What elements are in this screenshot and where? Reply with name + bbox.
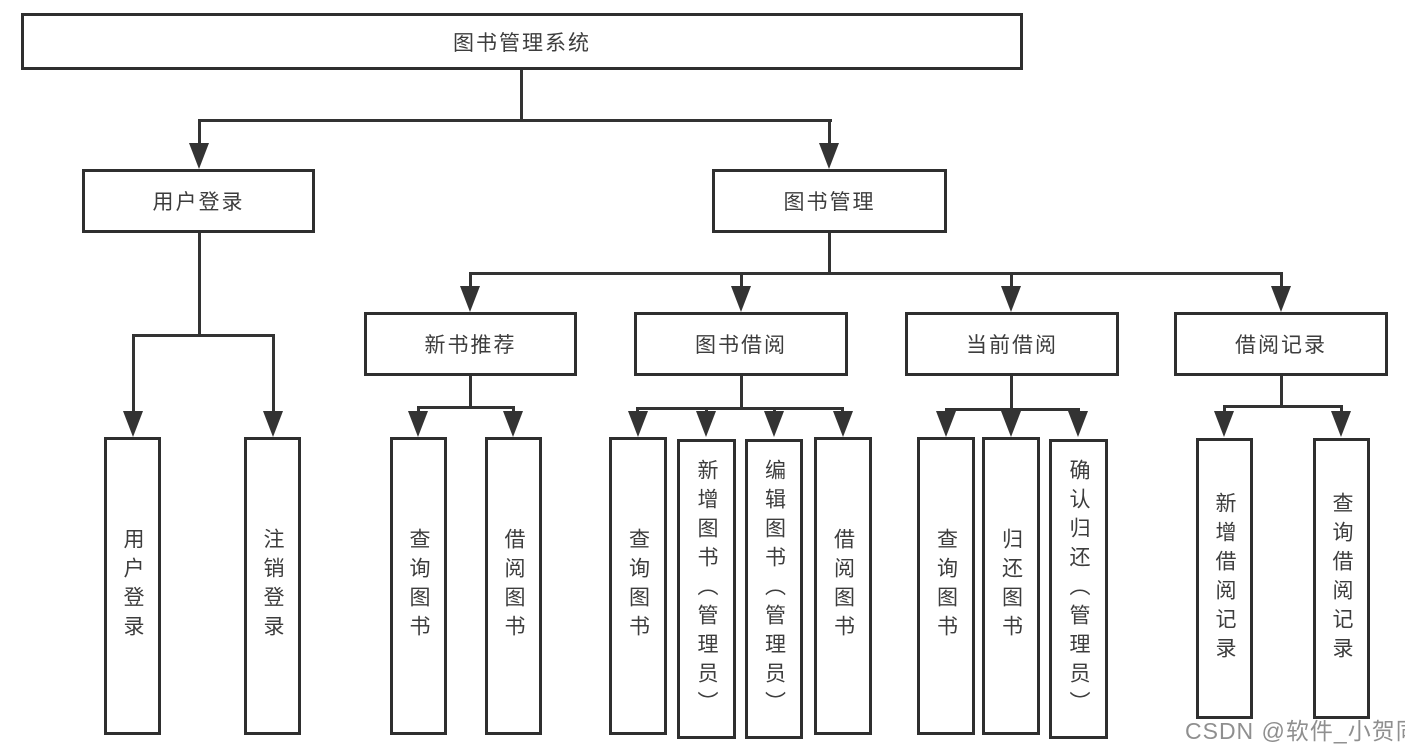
arrowhead-current-borrow: [1001, 286, 1021, 312]
leaf-cb-query-books: 查询图书: [917, 437, 975, 735]
connector-current-borrow-stem: [1010, 376, 1013, 408]
connector-borrow-record-stem: [1280, 376, 1283, 405]
connector-drop-cb-return: [1010, 408, 1013, 413]
connector-book-borrow-bus: [636, 407, 844, 410]
connector-user-login-stem: [198, 233, 201, 334]
arrowhead-cb-return: [1001, 411, 1021, 437]
node-new-book-rec: 新书推荐: [364, 312, 577, 376]
connector-book-borrow-stem: [740, 376, 743, 407]
node-root: 图书管理系统: [21, 13, 1023, 70]
node-current-borrow: 当前借阅: [905, 312, 1119, 376]
leaf-cb-confirm-return-admin: 确认归还（管理员）: [1049, 439, 1108, 739]
connector-drop-rec-borrow: [512, 406, 515, 413]
leaf-rec-query-books: 查询图书: [390, 437, 447, 735]
connector-new-book-rec-stem: [469, 376, 472, 406]
connector-borrow-record-bus: [1223, 405, 1343, 408]
leaf-user-login: 用户登录: [104, 437, 161, 735]
arrowhead-br-add: [1214, 411, 1234, 437]
connector-root-stem: [520, 70, 523, 119]
leaf-logout: 注销登录: [244, 437, 301, 735]
connector-drop-bb-add: [705, 407, 708, 413]
arrowhead-cb-confirm: [1068, 411, 1088, 437]
arrowhead-bb-borrow: [833, 411, 853, 437]
connector-drop-current-borrow: [1010, 272, 1013, 288]
arrowhead-user-login: [189, 143, 209, 169]
connector-drop-bb-borrow: [841, 407, 844, 413]
arrowhead-br-query: [1331, 411, 1351, 437]
leaf-br-add-record: 新增借阅记录: [1196, 438, 1253, 719]
node-borrow-record: 借阅记录: [1174, 312, 1388, 376]
leaf-cb-return-books: 归还图书: [982, 437, 1040, 735]
connector-drop-book-mgmt: [828, 119, 831, 145]
arrowhead-bb-query: [628, 411, 648, 437]
leaf-br-query-record: 查询借阅记录: [1313, 438, 1370, 719]
connector-user-login-bus: [132, 334, 275, 337]
arrowhead-user-login-leaf: [123, 411, 143, 437]
connector-level3-bus: [469, 272, 1282, 275]
node-book-borrow: 图书借阅: [634, 312, 848, 376]
connector-level2-bus: [198, 119, 832, 122]
arrowhead-bb-edit: [764, 411, 784, 437]
connector-drop-br-add: [1223, 405, 1226, 413]
connector-drop-bb-query: [636, 407, 639, 413]
arrowhead-new-book-rec: [460, 286, 480, 312]
arrowhead-rec-borrow: [503, 411, 523, 437]
connector-drop-cb-confirm: [1077, 408, 1080, 413]
connector-drop-user-login: [198, 119, 201, 145]
leaf-bb-borrow-books: 借阅图书: [814, 437, 872, 735]
connector-drop-new-book-rec: [469, 272, 472, 288]
node-user-login: 用户登录: [82, 169, 315, 233]
leaf-bb-add-books-admin: 新增图书（管理员）: [677, 439, 736, 739]
connector-drop-rec-query: [417, 406, 420, 413]
connector-drop-book-borrow: [740, 272, 743, 288]
leaf-bb-edit-books-admin: 编辑图书（管理员）: [745, 439, 803, 739]
arrowhead-borrow-record: [1271, 286, 1291, 312]
connector-drop-bb-edit: [773, 407, 776, 413]
csdn-watermark: CSDN @软件_小贺同学: [1185, 718, 1405, 744]
connector-drop-br-query: [1340, 405, 1343, 413]
arrowhead-cb-query: [936, 411, 956, 437]
leaf-bb-query-books: 查询图书: [609, 437, 667, 735]
leaf-rec-borrow-books: 借阅图书: [485, 437, 542, 735]
connector-drop-borrow-record: [1280, 272, 1283, 288]
connector-drop-cb-query: [945, 408, 948, 413]
connector-drop-user-login-leaf: [132, 334, 135, 413]
connector-book-mgmt-stem: [828, 233, 831, 272]
arrowhead-bb-add: [696, 411, 716, 437]
connector-new-book-rec-bus: [417, 406, 515, 409]
connector-drop-logout: [272, 334, 275, 413]
node-book-mgmt: 图书管理: [712, 169, 947, 233]
arrowhead-book-borrow: [731, 286, 751, 312]
arrowhead-rec-query: [408, 411, 428, 437]
arrowhead-logout: [263, 411, 283, 437]
arrowhead-book-mgmt: [819, 143, 839, 169]
